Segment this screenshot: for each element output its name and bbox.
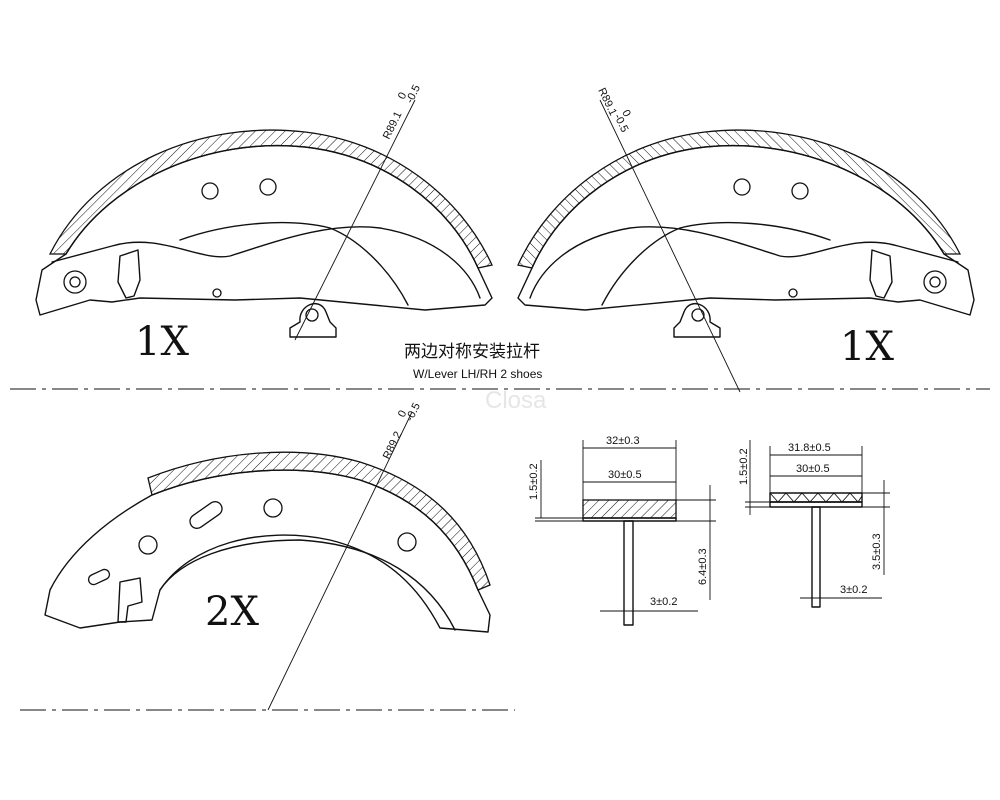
lining-hole-2 <box>259 178 277 196</box>
lining-hole-1 <box>201 182 219 200</box>
web-cutout <box>179 221 409 306</box>
dim-lining-width: 32±0.3 <box>606 435 640 447</box>
radius-tol-lower: -0.5 <box>404 401 423 423</box>
slot-hole-small <box>87 568 111 586</box>
note-chinese: 两边对称安装拉杆 <box>404 342 540 362</box>
dim-web-height: 6.4±0.3 <box>697 548 709 585</box>
pivot-hole-inner <box>69 276 81 288</box>
table-plate <box>769 501 863 508</box>
dim-web-height: 3.5±0.3 <box>871 533 883 570</box>
dim-lining-thickness: 1.5±0.2 <box>738 448 750 485</box>
radius-tol-lower: -0.5 <box>404 83 423 105</box>
radius-leader <box>267 411 413 711</box>
cross-section-right: 31.8±0.5 30±0.5 1.5±0.2 3.5±0.3 3±0.2 <box>738 440 890 608</box>
radius-label: R89.2 <box>381 430 405 462</box>
watermark: Closa <box>485 387 547 414</box>
brake-shoe-top-left: R89.1 0 -0.5 1X <box>35 83 493 365</box>
brake-shoe-bottom: R89.2 0 -0.5 2X <box>44 401 491 711</box>
radius-leader <box>599 99 741 393</box>
lining-hole-2 <box>263 498 283 518</box>
dim-web-thickness: 3±0.2 <box>840 584 867 596</box>
radius-label: R89.1 <box>595 86 619 118</box>
small-hole <box>212 288 222 298</box>
lining-block <box>582 499 677 519</box>
lever-slot <box>117 249 141 299</box>
web-plate <box>811 506 821 608</box>
web-inner-edge <box>159 539 456 631</box>
dim-table-width: 30±0.5 <box>796 463 830 475</box>
abutment-clip <box>289 302 337 338</box>
dim-lining-width: 31.8±0.5 <box>788 442 831 454</box>
slot-hole <box>189 501 223 529</box>
lever-slot <box>117 577 143 623</box>
note-english: W/Lever LH/RH 2 shoes <box>413 367 542 381</box>
shoe-body-outline <box>44 469 491 633</box>
dim-table-width: 30±0.5 <box>608 469 642 481</box>
quantity-label: 1X <box>840 324 894 370</box>
cross-section-left: 32±0.3 30±0.5 1.5±0.2 6.4±0.3 3±0.2 <box>528 435 716 626</box>
radius-tol-upper: 0 <box>619 108 632 119</box>
radius-tol-upper: 0 <box>396 409 409 420</box>
lining-hole-1 <box>138 535 158 555</box>
shoe-body-outline <box>35 144 493 316</box>
brake-shoe-top-right: R89.1 0 -0.5 1X <box>517 86 975 393</box>
quantity-label: 2X <box>205 589 259 635</box>
radius-leader <box>294 99 416 341</box>
dim-web-thickness: 3±0.2 <box>650 596 677 608</box>
quantity-label: 1X <box>135 319 189 365</box>
lining-cross-hatch <box>769 492 863 503</box>
radius-tol-upper: 0 <box>396 91 409 102</box>
dim-lining-thickness: 1.5±0.2 <box>528 463 540 500</box>
radius-label: R89.1 <box>381 110 405 142</box>
web-rib <box>51 226 481 299</box>
web-plate <box>623 520 634 626</box>
lining-hole-3 <box>397 532 417 552</box>
